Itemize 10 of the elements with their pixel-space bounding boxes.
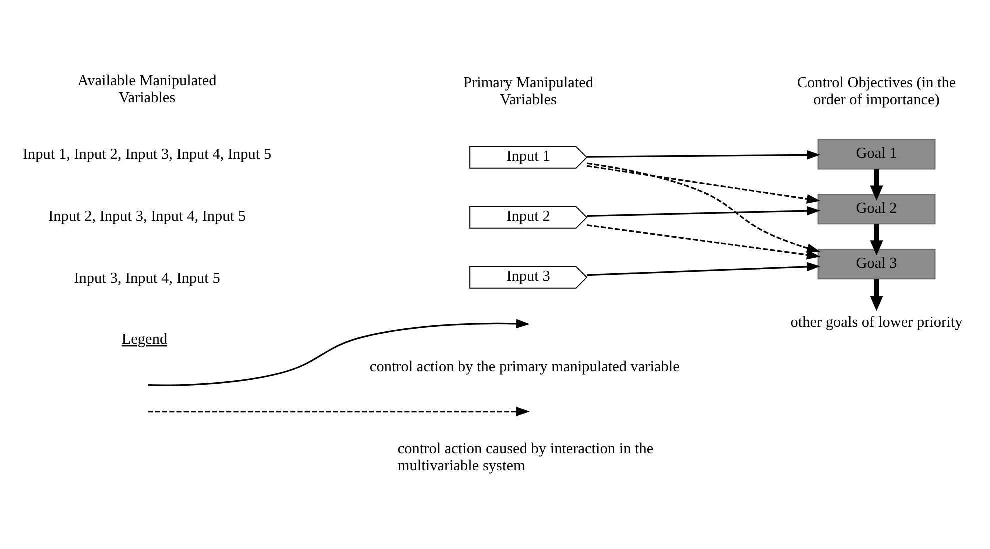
legend-label: control action by the primary manipulated variable [369,358,680,376]
node-text: other goals of lower priority [790,314,962,331]
legend-label: control action caused by interaction in the multivariable system [397,440,654,475]
label: Legend [121,331,168,348]
label: Input 1, Input 2, Input 3, Input 4, Input 5 [22,146,272,164]
label: Primary Manipulated Variables [463,74,594,109]
label: Available Manipulated Variables [77,72,216,107]
label: Input 2, Input 3, Input 4, Input 5 [48,208,246,226]
label: Control Objectives (in the order of importance) [796,74,956,109]
label: Input 3, Input 4, Input 5 [74,270,220,288]
